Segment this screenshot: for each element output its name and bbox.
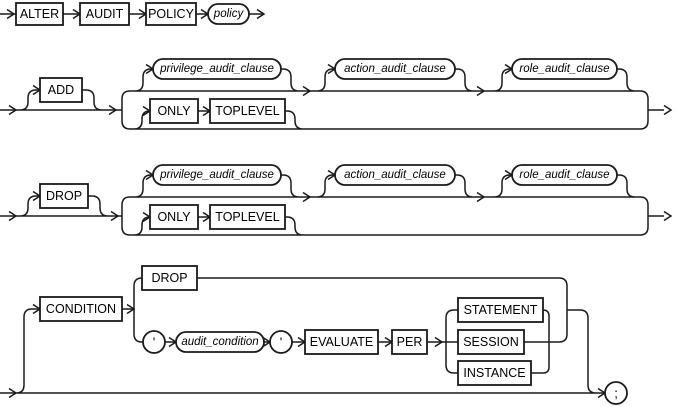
keyword-statement: STATEMENT bbox=[457, 297, 544, 323]
row-add-branch: ADD privilege_audit_clause action_audit_… bbox=[0, 58, 673, 130]
action-audit-clause-oval bbox=[334, 164, 456, 186]
keyword-only-drop: ONLY bbox=[149, 204, 199, 230]
row-drop-branch: DROP privilege_audit_clause action_audit… bbox=[0, 164, 673, 236]
semicolon-circle bbox=[604, 381, 628, 405]
terminal-open-quote: ' bbox=[142, 330, 166, 354]
nonterminal-role-audit-clause-add: role_audit_clause bbox=[511, 58, 618, 80]
keyword-add-label: ADD bbox=[48, 83, 74, 97]
role-audit-clause-oval bbox=[511, 58, 618, 80]
keyword-statement-label: STATEMENT bbox=[464, 303, 538, 317]
keyword-evaluate: EVALUATE bbox=[304, 329, 379, 355]
nonterminal-privilege-audit-clause-drop: privilege_audit_clause bbox=[152, 164, 282, 186]
privilege-audit-clause-oval bbox=[152, 164, 282, 186]
nonterminal-policy-label: policy bbox=[213, 8, 245, 20]
keyword-drop-condition: DROP bbox=[141, 265, 198, 291]
role-audit-clause-oval bbox=[511, 164, 618, 186]
keyword-toplevel-box bbox=[209, 204, 286, 230]
keyword-alter-label: ALTER bbox=[20, 7, 59, 21]
keyword-toplevel-add: TOPLEVEL bbox=[209, 98, 286, 124]
connector-lines bbox=[0, 277, 605, 394]
privilege-audit-clause-label: privilege_audit_clause bbox=[159, 169, 274, 181]
keyword-only-box bbox=[149, 204, 199, 230]
keyword-drop: DROP bbox=[39, 183, 89, 209]
keyword-per-box bbox=[391, 329, 428, 355]
open-quote-label: ' bbox=[153, 335, 155, 350]
nonterminal-action-audit-clause-add: action_audit_clause bbox=[334, 58, 456, 80]
keyword-only-add: ONLY bbox=[149, 98, 199, 124]
audit-condition-oval bbox=[175, 331, 265, 353]
nonterminal-policy: policy bbox=[207, 3, 250, 25]
keyword-policy-box bbox=[145, 2, 197, 26]
terminal-semicolon: ; bbox=[604, 381, 628, 405]
keyword-add-box bbox=[39, 77, 83, 103]
close-quote-label: ' bbox=[280, 335, 282, 350]
keyword-drop-condition-label: DROP bbox=[151, 271, 187, 285]
keyword-policy: POLICY bbox=[145, 2, 197, 26]
action-audit-clause-label: action_audit_clause bbox=[344, 63, 446, 75]
role-audit-clause-label: role_audit_clause bbox=[519, 63, 609, 75]
keyword-condition: CONDITION bbox=[39, 296, 123, 322]
keyword-drop-box bbox=[39, 183, 89, 209]
terminal-close-quote: ' bbox=[269, 330, 293, 354]
keyword-policy-label: POLICY bbox=[148, 7, 195, 21]
keyword-toplevel-label: TOPLEVEL bbox=[215, 104, 279, 118]
keyword-session-box bbox=[457, 329, 525, 355]
keyword-toplevel-label: TOPLEVEL bbox=[215, 210, 279, 224]
keyword-audit-box bbox=[79, 2, 130, 26]
audit-condition-label: audit_condition bbox=[181, 336, 258, 348]
connector-lines bbox=[0, 68, 664, 130]
privilege-audit-clause-label: privilege_audit_clause bbox=[159, 63, 274, 75]
keyword-per: PER bbox=[391, 329, 428, 355]
action-audit-clause-label: action_audit_clause bbox=[344, 169, 446, 181]
keyword-session-label: SESSION bbox=[463, 335, 519, 349]
keyword-drop-condition-box bbox=[141, 265, 198, 291]
keyword-statement-box bbox=[457, 297, 544, 323]
nonterminal-policy-oval bbox=[207, 3, 250, 25]
keyword-audit-label: AUDIT bbox=[86, 7, 124, 21]
privilege-audit-clause-oval bbox=[152, 58, 282, 80]
keyword-session: SESSION bbox=[457, 329, 525, 355]
keyword-instance-label: INSTANCE bbox=[463, 366, 525, 380]
keyword-alter-box bbox=[15, 2, 64, 26]
keyword-per-label: PER bbox=[397, 335, 423, 349]
keyword-condition-label: CONDITION bbox=[46, 302, 116, 316]
keyword-drop-label: DROP bbox=[46, 189, 82, 203]
keyword-add: ADD bbox=[39, 77, 83, 103]
row-condition-branch: CONDITION DROP ' audit_condition ' EVALU… bbox=[0, 265, 628, 405]
nonterminal-privilege-audit-clause-add: privilege_audit_clause bbox=[152, 58, 282, 80]
keyword-evaluate-box bbox=[304, 329, 379, 355]
keyword-toplevel-drop: TOPLEVEL bbox=[209, 204, 286, 230]
keyword-instance-box bbox=[457, 360, 532, 386]
keyword-condition-box bbox=[39, 296, 123, 322]
nonterminal-audit-condition: audit_condition bbox=[175, 331, 265, 353]
row-alter-audit-policy: ALTER AUDIT POLICY policy bbox=[0, 2, 266, 26]
connector-lines bbox=[0, 174, 664, 236]
nonterminal-role-audit-clause-drop: role_audit_clause bbox=[511, 164, 618, 186]
keyword-toplevel-box bbox=[209, 98, 286, 124]
close-quote-circle bbox=[269, 330, 293, 354]
role-audit-clause-label: role_audit_clause bbox=[519, 169, 609, 181]
keyword-only-box bbox=[149, 98, 199, 124]
keyword-only-label: ONLY bbox=[157, 104, 191, 118]
keyword-instance: INSTANCE bbox=[457, 360, 532, 386]
open-quote-circle bbox=[142, 330, 166, 354]
nonterminal-action-audit-clause-drop: action_audit_clause bbox=[334, 164, 456, 186]
action-audit-clause-oval bbox=[334, 58, 456, 80]
keyword-audit: AUDIT bbox=[79, 2, 130, 26]
keyword-alter: ALTER bbox=[15, 2, 64, 26]
keyword-evaluate-label: EVALUATE bbox=[310, 335, 373, 349]
semicolon-label: ; bbox=[614, 386, 618, 401]
keyword-only-label: ONLY bbox=[157, 210, 191, 224]
